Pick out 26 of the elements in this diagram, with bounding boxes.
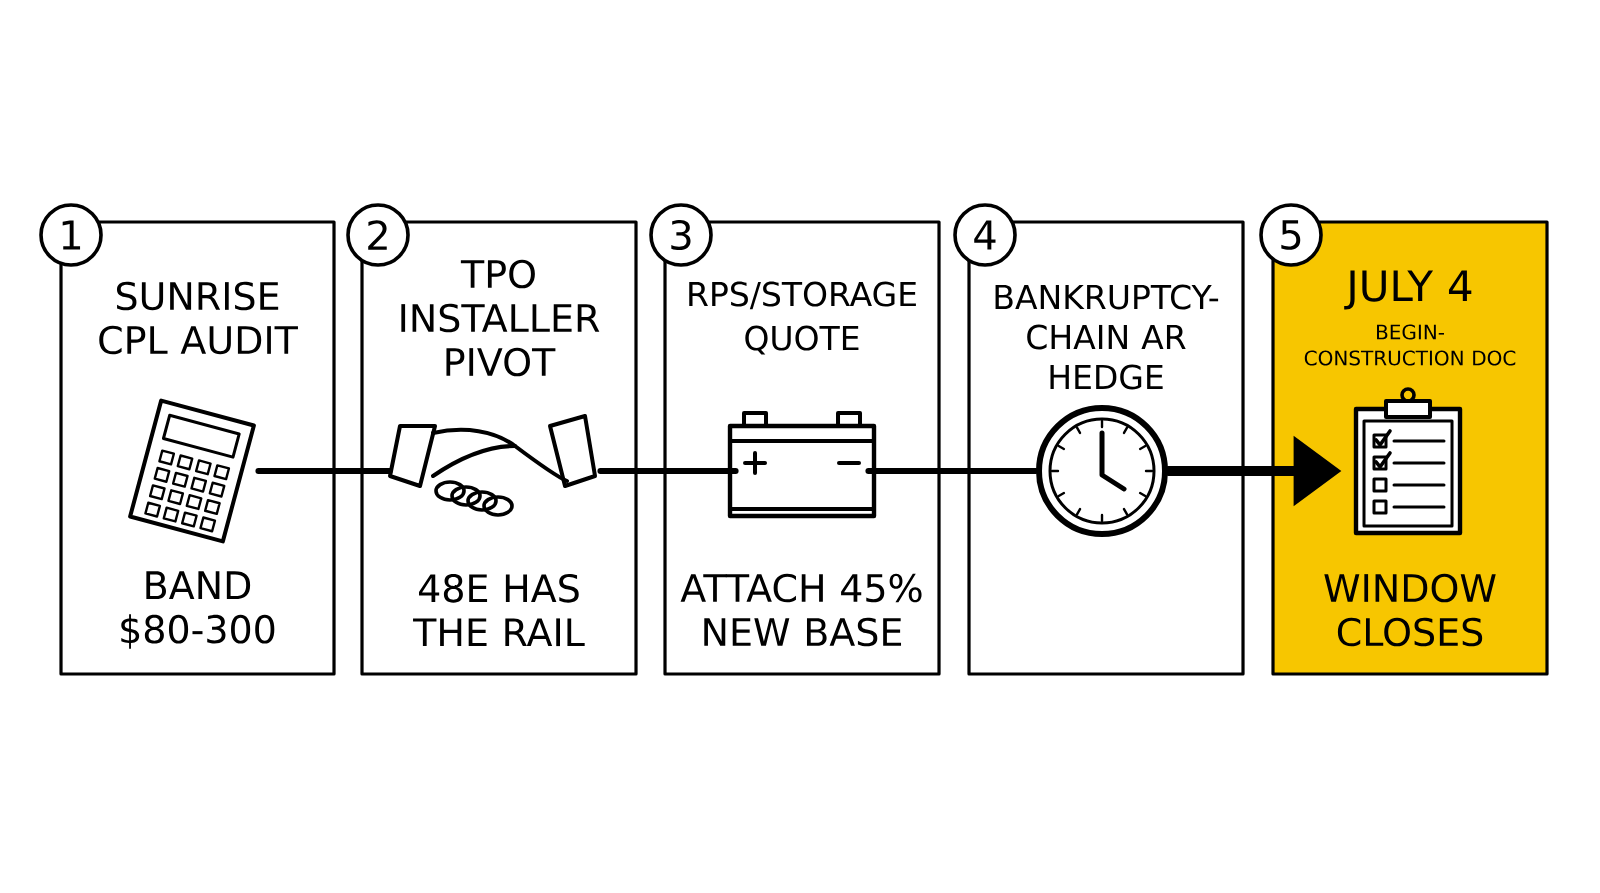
panel-subtitle: BEGIN-CONSTRUCTION DOC <box>1304 324 1516 366</box>
panel-caption: ATTACH 45% NEW BASE <box>680 573 922 647</box>
panel-title: BANKRUPTCY-CHAIN AR HEDGE <box>995 284 1219 390</box>
panel-caption: BAND $80-300 <box>121 571 275 649</box>
clipboard-icon <box>1353 387 1463 536</box>
panel-title: SUNRISE CPL AUDIT <box>99 281 298 355</box>
connector-line <box>597 468 739 474</box>
step-number: 3 <box>649 203 713 267</box>
step-number: 4 <box>953 203 1017 267</box>
step-panel <box>967 220 1245 676</box>
panel-title: RPS/STORAGE QUOTE <box>689 281 916 355</box>
handshake-icon <box>388 414 597 517</box>
calculator-icon <box>128 398 256 544</box>
step-panel <box>663 220 941 676</box>
connector-line <box>865 468 1039 474</box>
step-panel <box>59 220 336 676</box>
step-number: 1 <box>39 203 103 267</box>
step-panel <box>360 220 638 676</box>
step-number: 2 <box>346 203 410 267</box>
panel-caption: 48E HAS THE RAIL <box>413 573 585 647</box>
panel-caption: WINDOW CLOSES <box>1324 573 1496 647</box>
clock-icon <box>1036 405 1168 537</box>
connector-line <box>255 468 393 474</box>
battery-icon <box>727 411 877 519</box>
step-number: 5 <box>1259 203 1323 267</box>
panel-title: JULY 4 <box>1344 270 1472 310</box>
